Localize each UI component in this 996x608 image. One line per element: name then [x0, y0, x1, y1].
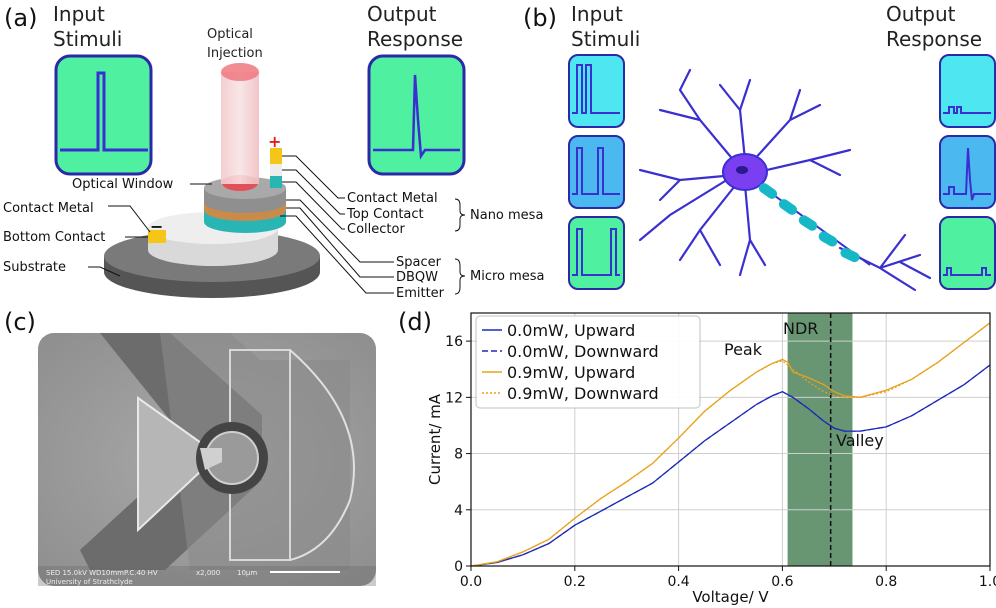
plot-frame: [470, 312, 991, 567]
neuron-nucleus: [736, 166, 748, 174]
label-bottom-contact: Bottom Contact: [3, 230, 105, 245]
b-input-screen-2: [568, 135, 625, 209]
y-tick-label: 16: [445, 334, 463, 350]
sem-device-structure: [80, 333, 355, 570]
b-output-screen-1: [939, 54, 996, 128]
x-tick-label: 0.0: [460, 574, 482, 590]
label-optical-window: Optical Window: [72, 177, 174, 192]
optical-beam: [221, 63, 259, 184]
label-contact-metal-right: Contact Metal: [347, 191, 438, 206]
legend-label: 0.0mW, Upward: [507, 321, 635, 340]
ndr-annotation: NDR: [783, 319, 818, 338]
x-tick-label: 0.6: [771, 574, 793, 590]
label-contact-metal-left: Contact Metal: [3, 201, 94, 216]
y-tick-label: 0: [454, 559, 463, 575]
legend-label: 0.9mW, Downward: [507, 384, 659, 403]
sem-footer-settings: SED 15.0kV WD10mmP.C.40 HV: [46, 569, 158, 577]
b-output-screen-2: [939, 135, 996, 209]
valley-annotation: Valley: [836, 431, 884, 450]
input-title-line1: Input: [53, 2, 105, 26]
legend-box: [475, 315, 701, 409]
sem-footer-magnification: x2,000: [196, 569, 220, 577]
minus-sign: −: [150, 217, 163, 236]
optical-injection-line1: Optical: [207, 27, 253, 42]
micro-brace: [454, 258, 466, 295]
label-top-contact: Top Contact: [346, 207, 424, 222]
sem-footer: SED 15.0kV WD10mmP.C.40 HV University of…: [38, 566, 376, 586]
y-tick-label: 12: [445, 390, 463, 406]
b-output-screen-3: [939, 216, 996, 290]
legend-label: 0.0mW, Downward: [507, 342, 659, 361]
label-micro-mesa: Micro mesa: [470, 269, 545, 284]
x-tick-label: 0.8: [875, 574, 897, 590]
b-output-title-line2: Response: [886, 27, 982, 51]
neuron-illustration: [638, 68, 932, 292]
y-axis-label: Current/ mA: [426, 393, 444, 485]
label-dbqw: DBQW: [396, 270, 438, 285]
b-output-title-line1: Output: [886, 2, 956, 26]
output-response-screen: [367, 54, 466, 176]
peak-annotation: Peak: [724, 340, 763, 359]
input-pulse-trace: [60, 71, 148, 152]
neuron-axon: [758, 183, 871, 266]
label-emitter: Emitter: [396, 286, 445, 301]
top-contact-metal: [270, 148, 282, 164]
legend-label: 0.9mW, Upward: [507, 363, 635, 382]
sem-footer-scale-label: 10μm: [237, 569, 257, 577]
output-title-line1: Output: [367, 2, 437, 26]
nano-brace: [454, 198, 466, 232]
x-tick-label: 0.2: [564, 574, 586, 590]
sem-footer-org: University of Strathclyde: [46, 578, 133, 586]
input-stimulus-screen: [54, 54, 153, 176]
panel-b-label: (b): [523, 4, 557, 32]
label-nano-mesa: Nano mesa: [470, 208, 543, 223]
label-substrate: Substrate: [3, 260, 66, 275]
panel-c-label: (c): [4, 308, 36, 336]
x-tick-label: 0.4: [667, 574, 689, 590]
left-leader-lines: [88, 183, 212, 277]
b-input-title-line1: Input: [571, 2, 623, 26]
b-input-screen-1: [568, 54, 625, 128]
panel-b: (b) Input Stimuli Output Response: [523, 2, 996, 292]
b-input-screen-3: [568, 216, 625, 290]
x-tick-label: 1.0: [979, 574, 996, 590]
b-input-title-line2: Stimuli: [571, 27, 640, 51]
output-title-line2: Response: [367, 27, 463, 51]
output-spike-trace: [373, 74, 460, 160]
panel-d-label: (d): [398, 308, 432, 336]
y-tick-label: 8: [454, 447, 463, 463]
bottom-contact-metal: [148, 230, 166, 243]
series-line-4: [470, 322, 991, 567]
label-spacer: Spacer: [396, 255, 442, 270]
panel-a-label: (a): [4, 4, 37, 32]
plus-sign: +: [268, 132, 281, 151]
x-axis-label: Voltage/ V: [692, 588, 769, 606]
optical-injection-line2: Injection: [207, 46, 263, 61]
device-stack: [104, 148, 320, 298]
legend: 0.0mW, Upward 0.0mW, Downward 0.9mW, Upwar…: [475, 315, 701, 409]
panel-a: (a) Input Stimuli Output Response Optica…: [3, 2, 545, 301]
right-leader-lines: [280, 155, 466, 295]
ndr-region: [787, 313, 853, 566]
input-title-line2: Stimuli: [53, 27, 122, 51]
panel-c: (c) SED 15.0kV WD10mmP.C.40 HV Universit…: [4, 308, 376, 586]
y-tick-label: 4: [454, 503, 463, 519]
series-line-2: [470, 364, 991, 567]
label-collector: Collector: [347, 222, 405, 237]
